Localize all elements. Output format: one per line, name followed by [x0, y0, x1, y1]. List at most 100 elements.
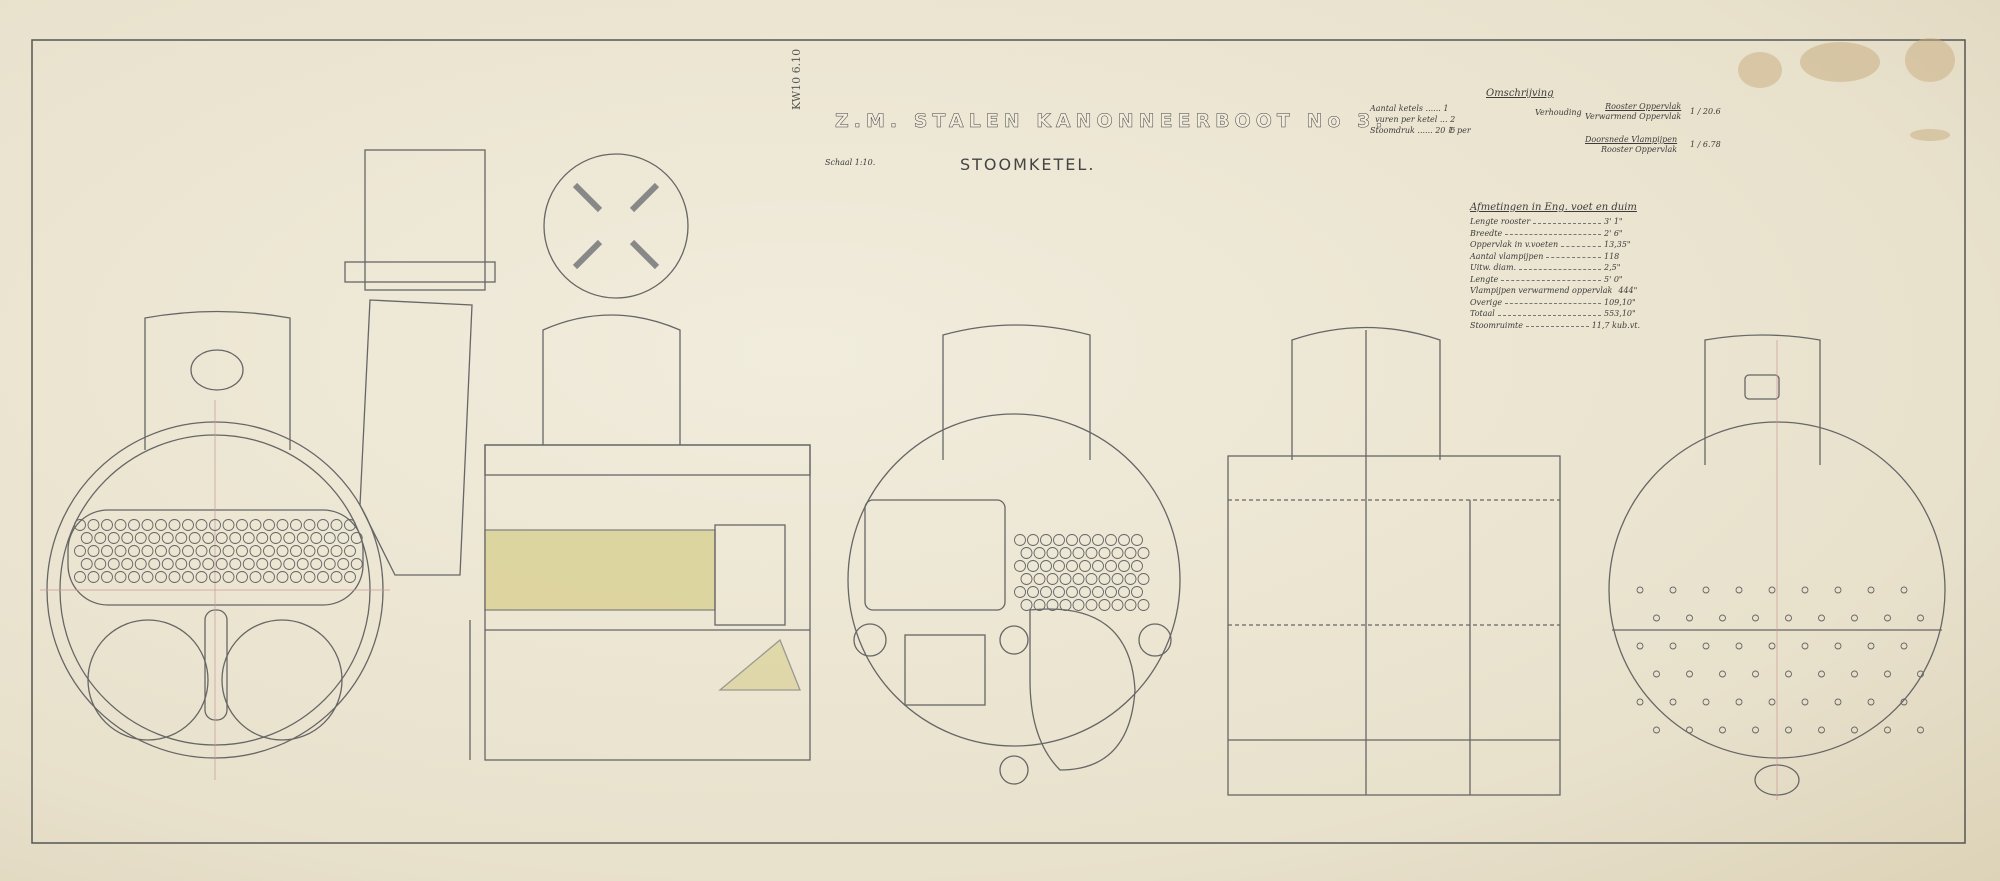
dimension-label: Totaal: [1470, 309, 1495, 318]
tube-circle: [229, 558, 242, 570]
general-item: Aantal ketels ...... 1: [1370, 104, 1449, 113]
tube-circle: [1131, 534, 1143, 546]
tube-circle: [1053, 586, 1065, 598]
tube-circle: [188, 558, 201, 570]
tube-circle: [242, 532, 255, 544]
tube-circle: [276, 571, 289, 583]
tube-circle: [1669, 642, 1677, 650]
dimension-label: Vlampijpen verwarmend oppervlak: [1470, 286, 1613, 295]
tube-circle: [1014, 560, 1026, 572]
tube-circle: [222, 545, 235, 557]
tube-circle: [222, 571, 235, 583]
tube-circle: [202, 532, 215, 544]
tube-circle: [148, 558, 161, 570]
tube-circle: [182, 571, 194, 583]
tube-circle: [1851, 614, 1858, 622]
tube-circle: [1085, 599, 1098, 611]
tube-circle: [1719, 726, 1726, 734]
tube-circle: [107, 532, 120, 544]
tube-circle: [290, 519, 302, 531]
tube-circle: [1059, 599, 1072, 611]
tube-circle: [1768, 642, 1776, 650]
tube-circle: [168, 545, 181, 557]
tube-circle: [1884, 614, 1891, 622]
tube-circle: [1851, 726, 1858, 734]
front-section-view: [40, 310, 390, 780]
tube-circle: [1014, 534, 1026, 546]
tube-circle: [269, 558, 282, 570]
tube-circle: [1059, 547, 1072, 559]
tube-circle: [1669, 586, 1677, 594]
tube-circle: [134, 532, 147, 544]
tube-circle: [236, 545, 248, 557]
tube-circle: [1014, 586, 1026, 598]
tube-circle: [1066, 560, 1078, 572]
tube-circle: [1105, 560, 1117, 572]
tube-circle: [1040, 560, 1052, 572]
front-elevation-view: [847, 324, 1181, 785]
fire-tubes-front: [74, 519, 363, 583]
tube-circle: [1027, 560, 1039, 572]
tube-circle: [1020, 573, 1033, 585]
tube-circle: [1917, 614, 1924, 622]
border-frame: [31, 39, 1966, 844]
leader-dashes: [1501, 274, 1601, 281]
tube-circle: [1653, 670, 1660, 678]
tube-circle: [249, 545, 262, 557]
tube-circle: [1702, 698, 1710, 706]
leader-dashes: [1497, 308, 1601, 316]
tube-circle: [195, 545, 208, 557]
tube-circle: [215, 558, 228, 570]
tube-circle: [175, 532, 188, 544]
tube-circle: [80, 558, 93, 570]
tube-circle: [1636, 586, 1644, 594]
tube-circle: [323, 532, 336, 544]
tube-circle: [141, 545, 154, 557]
tube-circle: [155, 519, 167, 531]
tube-circle: [236, 571, 248, 583]
tube-circle: [141, 519, 154, 531]
leader-dashes: [1525, 320, 1589, 327]
tube-circle: [1900, 642, 1908, 650]
tube-circle: [1785, 726, 1792, 734]
tube-circle: [1686, 726, 1693, 734]
tube-circle: [101, 571, 113, 583]
tube-circle: [1040, 586, 1052, 598]
tube-circle: [1033, 573, 1046, 585]
tube-circle: [114, 545, 127, 557]
tube-circle: [1768, 586, 1776, 594]
dimension-value: 118: [1604, 251, 1620, 261]
tube-circle: [323, 558, 336, 570]
tube-circle: [1046, 547, 1059, 559]
tube-circle: [195, 519, 208, 531]
dimension-label: Stoomruimte: [1470, 320, 1523, 330]
tube-circle: [1785, 670, 1792, 678]
tube-circle: [1046, 573, 1059, 585]
tube-circle: [296, 558, 309, 570]
tube-circle: [1033, 547, 1046, 559]
tube-circle: [236, 519, 248, 531]
tube-circle: [161, 532, 174, 544]
tube-circle: [80, 532, 93, 544]
tube-circle: [1702, 586, 1710, 594]
tube-circle: [1735, 698, 1743, 706]
dimension-label: Aantal vlampijpen: [1470, 251, 1544, 261]
tube-circle: [209, 571, 221, 583]
tube-circle: [1834, 642, 1842, 650]
dimension-value: 3' 1": [1604, 217, 1623, 226]
dimension-label: Breedte: [1470, 228, 1503, 238]
leader-dashes: [1561, 239, 1601, 247]
dimension-value: 2' 6": [1604, 228, 1623, 238]
tube-circle: [256, 558, 269, 570]
tube-circle: [337, 532, 350, 544]
tube-circle: [74, 571, 86, 583]
tube-circle: [87, 571, 100, 583]
ratio-2: Doorsnede Vlampijpen Rooster Oppervlak: [1585, 135, 1678, 154]
tube-circle: [229, 532, 242, 544]
tube-circle: [1131, 560, 1143, 572]
tube-circle: [94, 532, 107, 544]
tube-circle: [344, 545, 356, 557]
tube-circle: [1079, 586, 1091, 598]
tube-circle: [310, 532, 323, 544]
tube-circle: [276, 519, 289, 531]
